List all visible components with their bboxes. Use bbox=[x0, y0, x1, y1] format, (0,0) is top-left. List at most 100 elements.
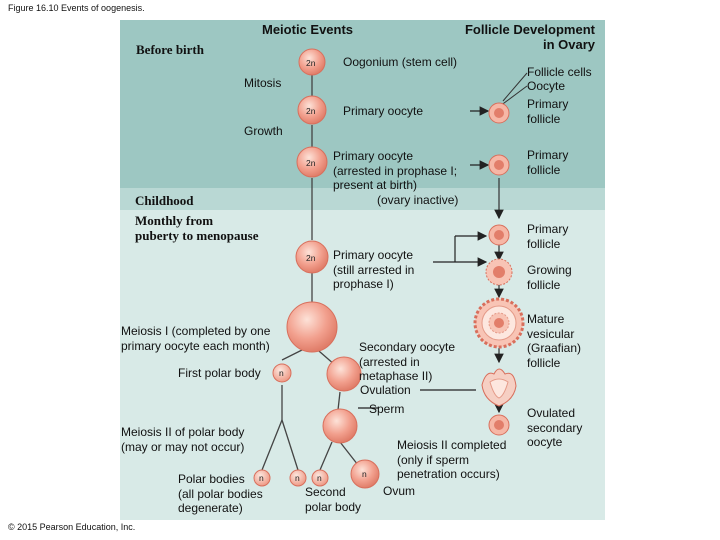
ovulated-oocyte-label: Ovulated secondary oocyte bbox=[527, 406, 582, 450]
stage-line: Monthly from bbox=[135, 213, 214, 228]
growing-follicle-graphic bbox=[485, 258, 513, 286]
ovum-label: Ovum bbox=[383, 484, 416, 498]
polar-body-cell-1 bbox=[253, 469, 271, 487]
label-line: primary oocyte each month) bbox=[121, 338, 270, 353]
figure-caption: Figure 16.10 Events of oogenesis. bbox=[8, 3, 145, 13]
meiosis1-label: Meiosis I (completed by one primary oocy… bbox=[121, 324, 270, 353]
label-line: Mature bbox=[527, 312, 565, 326]
label-line: (Graafian) bbox=[527, 341, 582, 355]
label-line: follicle bbox=[527, 236, 561, 251]
ploidy-label: n bbox=[295, 473, 300, 483]
first-polar-body-cell bbox=[272, 363, 292, 383]
primary-oocyte-arrested-label: Primary oocyte (arrested in prophase I; … bbox=[333, 149, 458, 207]
secondary-oocyte-cell bbox=[326, 356, 362, 392]
ploidy-label: 2n bbox=[306, 106, 316, 116]
primary-oocyte-still-arrested-label: Primary oocyte (still arrested in propha… bbox=[333, 248, 414, 292]
label-line: follicle bbox=[527, 277, 561, 292]
ploidy-label: 2n bbox=[306, 158, 316, 168]
meiosis2-polar-label: Meiosis II of polar body (may or may not… bbox=[121, 425, 244, 454]
stage-before-birth: Before birth bbox=[136, 42, 204, 57]
ovulation-label: Ovulation bbox=[360, 383, 411, 397]
mature-follicle-label: Mature vesicular (Graafian) follicle bbox=[527, 312, 581, 370]
stage-childhood: Childhood bbox=[135, 193, 194, 208]
primary-follicle-label-2: Primary follicle bbox=[527, 148, 568, 177]
primary-oocyte-cell-1 bbox=[297, 95, 327, 125]
label-line: follicle bbox=[527, 111, 561, 126]
label-line: (only if sperm bbox=[397, 452, 470, 467]
oogonium-label: Oogonium (stem cell) bbox=[343, 55, 458, 69]
label-line: secondary bbox=[527, 420, 583, 435]
polar-body-cell-2 bbox=[289, 469, 307, 487]
label-line: Growing bbox=[527, 263, 572, 277]
first-polar-body-label: First polar body bbox=[178, 366, 261, 380]
meiotic-events-header: Meiotic Events bbox=[262, 22, 354, 37]
label-line: (all polar bodies bbox=[178, 486, 263, 501]
primary-oocyte-cell-2 bbox=[296, 146, 328, 178]
polar-bodies-label: Polar bodies (all polar bodies degenerat… bbox=[178, 472, 263, 516]
label-line: Primary bbox=[527, 222, 569, 236]
primary-oocyte-cell-3 bbox=[295, 240, 329, 274]
follicle-cells-label: Follicle cells bbox=[527, 65, 592, 79]
label-line: Ovulated bbox=[527, 406, 576, 420]
ploidy-label: 2n bbox=[306, 253, 316, 263]
label-line: Primary oocyte bbox=[333, 149, 414, 163]
header-line: in Ovary bbox=[542, 37, 595, 52]
meiosis1-cell bbox=[286, 301, 338, 353]
label-line: Second bbox=[305, 485, 346, 499]
ploidy-label: n bbox=[259, 473, 264, 483]
ploidy-label: n bbox=[317, 473, 322, 483]
primary-oocyte-label: Primary oocyte bbox=[343, 104, 424, 118]
label-pointers bbox=[499, 72, 528, 107]
stage-puberty: Monthly from puberty to menopause bbox=[135, 213, 259, 243]
header-line: Follicle Development bbox=[464, 22, 595, 37]
label-line: Polar bodies bbox=[178, 472, 245, 486]
lineage-cells bbox=[253, 48, 380, 489]
mitosis-label: Mitosis bbox=[244, 76, 282, 90]
label-line: penetration occurs) bbox=[397, 467, 500, 481]
label-line: Primary bbox=[527, 148, 569, 162]
before-birth-panel bbox=[120, 20, 605, 188]
ploidy-label: n bbox=[279, 368, 284, 378]
label-line: vesicular bbox=[527, 326, 575, 341]
ovulated-oocyte-graphic bbox=[488, 414, 510, 436]
label-line: follicle bbox=[527, 355, 561, 370]
primary-follicle-label-1: Primary follicle bbox=[527, 97, 568, 126]
primary-follicle-graphic bbox=[488, 224, 510, 246]
growing-follicle-label: Growing follicle bbox=[527, 263, 572, 292]
label-line: polar body bbox=[305, 499, 362, 514]
secondary-oocyte-label: Secondary oocyte (arrested in metaphase … bbox=[359, 340, 455, 384]
follicle-column bbox=[473, 102, 525, 436]
oogonium-cell bbox=[298, 48, 326, 76]
mature-follicle-graphic bbox=[473, 297, 525, 349]
ruptured-follicle-graphic bbox=[481, 368, 517, 407]
meiosis2-cell bbox=[322, 408, 358, 444]
primary-follicle-label-3: Primary follicle bbox=[527, 222, 568, 251]
label-line: follicle bbox=[527, 162, 561, 177]
label-line: Meiosis II completed bbox=[397, 438, 507, 452]
ploidy-label: n bbox=[362, 469, 367, 479]
second-polar-body-label: Second polar body bbox=[305, 485, 361, 514]
label-line: Primary oocyte bbox=[333, 248, 414, 262]
second-polar-body-cell bbox=[311, 469, 329, 487]
copyright-notice: © 2015 Pearson Education, Inc. bbox=[8, 522, 136, 532]
meiosis2-completed-label: Meiosis II completed (only if sperm pene… bbox=[397, 438, 506, 482]
follicle-development-header: Follicle Development in Ovary bbox=[455, 22, 595, 52]
label-line: (may or may not occur) bbox=[121, 439, 245, 454]
growth-label: Growth bbox=[244, 124, 283, 138]
label-line: (ovary inactive) bbox=[377, 192, 459, 207]
label-line: Primary bbox=[527, 97, 569, 111]
label-line: metaphase II) bbox=[359, 369, 433, 383]
label-line: (arrested in prophase I; bbox=[333, 163, 458, 178]
primary-follicle-graphic bbox=[488, 154, 510, 176]
label-line: degenerate) bbox=[178, 501, 243, 515]
oocyte-label: Oocyte bbox=[527, 79, 566, 93]
label-line: Secondary oocyte bbox=[359, 340, 456, 354]
childhood-panel bbox=[120, 188, 605, 210]
ploidy-label: 2n bbox=[306, 58, 316, 68]
sperm-label: Sperm bbox=[369, 402, 405, 416]
label-line: Meiosis II of polar body bbox=[121, 425, 245, 439]
stage-line: puberty to menopause bbox=[135, 228, 259, 243]
ovum-cell bbox=[350, 459, 380, 489]
label-line: (arrested in bbox=[359, 354, 420, 369]
